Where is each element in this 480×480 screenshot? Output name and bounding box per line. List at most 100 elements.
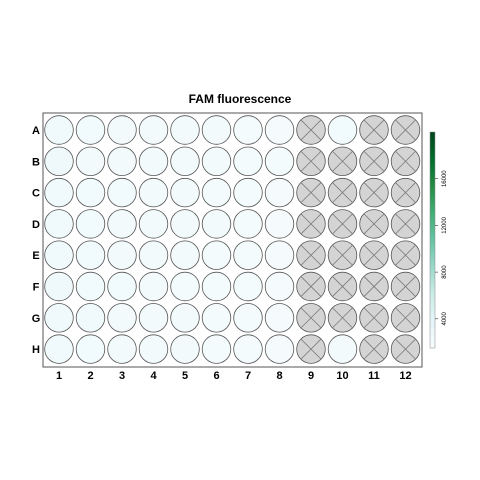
- well-circle: [170, 177, 200, 208]
- well-empty-cross: [331, 275, 354, 298]
- column-label-7: 7: [245, 370, 251, 382]
- well-G6: [201, 303, 232, 333]
- well-circle: [170, 334, 200, 364]
- well-circle: [138, 271, 169, 302]
- well-circle: [264, 303, 295, 333]
- well-A11: [359, 115, 389, 145]
- well-H5: [170, 334, 200, 364]
- well-H6: [201, 334, 232, 364]
- well-circle: [233, 240, 263, 270]
- well-circle: [170, 146, 200, 177]
- well-B6: [201, 146, 232, 177]
- row-label-G: G: [32, 313, 41, 325]
- well-circle: [201, 177, 232, 208]
- well-circle: [201, 271, 232, 302]
- well-C5: [170, 177, 200, 208]
- well-circle: [138, 240, 169, 270]
- well-circle: [44, 334, 74, 364]
- column-label-8: 8: [276, 370, 282, 382]
- well-H3: [107, 334, 137, 364]
- well-H8: [264, 334, 295, 364]
- well-empty-cross: [300, 275, 322, 298]
- well-empty-cross: [363, 119, 385, 141]
- well-circle: [75, 303, 106, 333]
- well-A9: [296, 115, 326, 145]
- well-D9: [296, 209, 326, 239]
- well-C1: [44, 177, 74, 208]
- well-D5: [170, 209, 200, 239]
- well-empty-cross: [300, 182, 322, 204]
- well-circle: [201, 240, 232, 270]
- well-C7: [233, 177, 263, 208]
- column-label-4: 4: [150, 370, 157, 382]
- well-C8: [264, 177, 295, 208]
- well-circle: [75, 115, 106, 145]
- well-G1: [44, 303, 74, 333]
- column-label-3: 3: [119, 370, 125, 382]
- well-F8: [264, 271, 295, 302]
- well-circle: [233, 303, 263, 333]
- well-G11: [359, 303, 389, 333]
- well-G12: [390, 303, 421, 333]
- row-label-H: H: [32, 344, 40, 356]
- well-empty-cross: [300, 119, 322, 141]
- well-circle: [170, 115, 200, 145]
- well-D1: [44, 209, 74, 239]
- colorbar-tick-label: 8000: [442, 265, 448, 279]
- well-H4: [138, 334, 169, 364]
- well-B1: [44, 146, 74, 177]
- well-circle: [233, 271, 263, 302]
- well-circle: [264, 209, 295, 239]
- well-empty-cross: [394, 244, 417, 266]
- well-B9: [296, 146, 326, 177]
- well-E1: [44, 240, 74, 270]
- well-G3: [107, 303, 137, 333]
- well-circle: [75, 146, 106, 177]
- well-circle: [107, 271, 137, 302]
- well-empty-cross: [300, 307, 322, 329]
- well-E9: [296, 240, 326, 270]
- well-C2: [75, 177, 106, 208]
- well-D11: [359, 209, 389, 239]
- well-circle: [44, 209, 74, 239]
- well-G2: [75, 303, 106, 333]
- well-circle: [170, 303, 200, 333]
- well-empty-cross: [363, 275, 385, 298]
- well-F6: [201, 271, 232, 302]
- well-circle: [264, 334, 295, 364]
- well-empty-cross: [394, 213, 417, 235]
- well-C4: [138, 177, 169, 208]
- well-A8: [264, 115, 295, 145]
- well-circle: [138, 303, 169, 333]
- well-circle: [44, 240, 74, 270]
- well-circle: [107, 334, 137, 364]
- well-A12: [390, 115, 421, 145]
- well-G10: [327, 303, 358, 333]
- column-label-5: 5: [182, 370, 188, 382]
- well-circle: [44, 271, 74, 302]
- colorbar-tick-label: 4000: [442, 311, 448, 325]
- well-empty-cross: [331, 182, 354, 204]
- well-F4: [138, 271, 169, 302]
- well-A5: [170, 115, 200, 145]
- well-empty-cross: [363, 244, 385, 266]
- well-circle: [107, 177, 137, 208]
- well-empty-cross: [331, 213, 354, 235]
- well-B12: [390, 146, 421, 177]
- well-D2: [75, 209, 106, 239]
- well-circle: [75, 334, 106, 364]
- well-empty-cross: [394, 182, 417, 204]
- well-E4: [138, 240, 169, 270]
- well-B2: [75, 146, 106, 177]
- well-circle: [44, 177, 74, 208]
- chart-title: FAM fluorescence: [189, 92, 292, 106]
- well-circle: [264, 271, 295, 302]
- well-circle: [264, 240, 295, 270]
- well-H10: [327, 334, 358, 364]
- well-circle: [327, 334, 358, 364]
- well-F12: [390, 271, 421, 302]
- well-circle: [233, 334, 263, 364]
- well-circle: [44, 146, 74, 177]
- well-circle: [107, 115, 137, 145]
